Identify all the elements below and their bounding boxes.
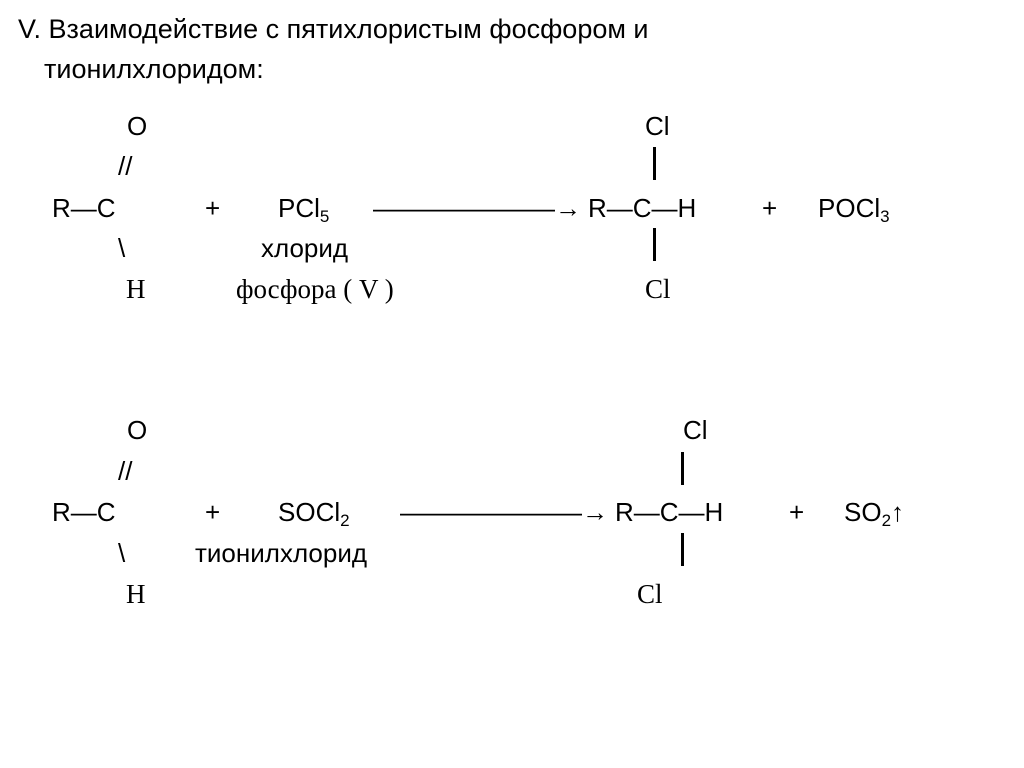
reactant-oxygen: O bbox=[127, 415, 148, 445]
reactant-double-bond: // bbox=[118, 151, 133, 181]
product-chlorine-bottom: Cl bbox=[637, 579, 663, 609]
byproduct-formula-subscript: 2 bbox=[881, 511, 892, 530]
reagent-formula-subscript: 5 bbox=[319, 207, 330, 226]
product-chlorine-bottom: Cl bbox=[645, 274, 671, 304]
slide-title-line-2: тионилхлоридом: bbox=[44, 54, 264, 84]
byproduct-formula-subscript: 3 bbox=[880, 207, 890, 226]
byproduct-formula: SO2↑ bbox=[844, 497, 905, 529]
reagent-formula-base: SOCl bbox=[278, 497, 341, 527]
gas-evolution-arrow: ↑ bbox=[891, 497, 905, 527]
reactant-single-bond: \ bbox=[118, 538, 126, 568]
reagent-formula-base: PCl bbox=[278, 193, 320, 223]
reaction-arrow: ———————→ bbox=[400, 497, 608, 527]
plus-sign: + bbox=[762, 193, 778, 223]
plus-sign: + bbox=[205, 193, 221, 223]
plus-sign: + bbox=[789, 497, 805, 527]
slide-title-line-1: V. Взаимодействие с пятихлористым фосфор… bbox=[18, 14, 649, 44]
product-bond-top bbox=[653, 147, 656, 180]
reactant-core: R—C bbox=[52, 497, 116, 527]
byproduct-formula-base: POCl bbox=[818, 193, 881, 223]
reactant-oxygen: O bbox=[127, 111, 148, 141]
reactant-hydrogen: H bbox=[126, 579, 146, 609]
reactant-core: R—C bbox=[52, 193, 116, 223]
reactant-double-bond: // bbox=[118, 456, 133, 486]
byproduct-formula: POCl3 bbox=[818, 193, 890, 225]
reagent-formula-subscript: 2 bbox=[340, 511, 350, 530]
product-chlorine-top: Cl bbox=[683, 415, 708, 445]
product-bond-bottom bbox=[653, 228, 656, 261]
reagent-name-line-1: тионилхлорид bbox=[195, 538, 368, 568]
reactant-hydrogen: H bbox=[126, 274, 146, 304]
reaction-arrow: ———————→ bbox=[373, 193, 581, 223]
product-bond-top bbox=[681, 452, 684, 485]
reagent-formula: SOCl2 bbox=[278, 497, 350, 529]
reagent-formula: PCl5 bbox=[278, 193, 329, 225]
product-bond-bottom bbox=[681, 533, 684, 566]
reagent-name-line-1: хлорид bbox=[261, 233, 349, 263]
plus-sign: + bbox=[205, 497, 221, 527]
reagent-name-line-2: фосфора ( V ) bbox=[236, 274, 394, 304]
product-chlorine-top: Cl bbox=[645, 111, 670, 141]
byproduct-formula-base: SO bbox=[844, 497, 882, 527]
reactant-single-bond: \ bbox=[118, 233, 126, 263]
product-core: R—C—H bbox=[588, 193, 697, 223]
product-core: R—C—H bbox=[615, 497, 724, 527]
